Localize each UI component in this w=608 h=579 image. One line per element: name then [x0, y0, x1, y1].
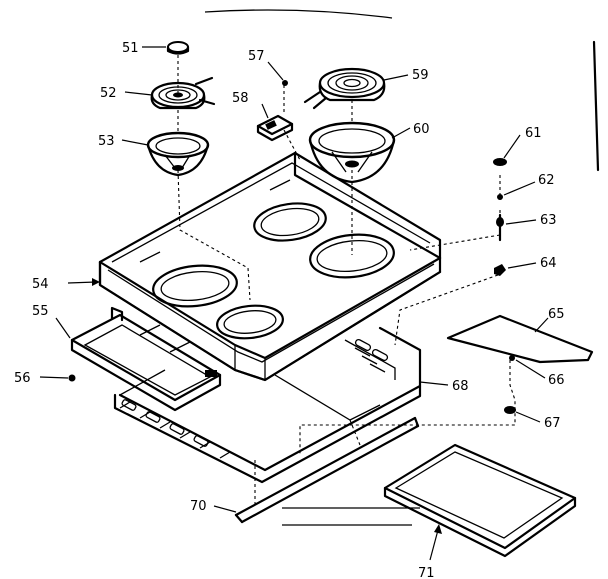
part-71-panel: [282, 443, 577, 558]
label-54: 54: [32, 277, 49, 292]
scan-edge-line: [592, 40, 600, 172]
label-67: 67: [544, 416, 561, 431]
label-70: 70: [190, 499, 207, 514]
label-57: 57: [248, 49, 265, 64]
part-66-screw: [509, 355, 515, 361]
part-55-bracket: [70, 306, 222, 412]
part-51-knob-cap: [166, 41, 190, 55]
part-57-screw: [282, 80, 288, 86]
part-62-washer: [497, 194, 503, 200]
label-56: 56: [14, 371, 31, 386]
label-61: 61: [525, 126, 542, 141]
part-53-drip-bowl: [146, 131, 210, 177]
part-54-cooktop: [98, 151, 442, 382]
label-52: 52: [100, 86, 117, 101]
label-65: 65: [548, 307, 565, 322]
part-63-bolt: [496, 213, 504, 242]
scan-artifact-line: [204, 9, 393, 19]
label-71: 71: [418, 566, 435, 579]
label-59: 59: [412, 68, 429, 83]
part-67-clip: [504, 406, 516, 414]
label-55: 55: [32, 304, 49, 319]
part-61-clip: [493, 158, 507, 166]
part-64-nut: [494, 264, 506, 276]
label-60: 60: [413, 122, 430, 137]
label-58: 58: [232, 91, 249, 106]
label-66: 66: [548, 373, 565, 388]
label-62: 62: [538, 173, 555, 188]
label-64: 64: [540, 256, 557, 271]
part-56-screw: [68, 374, 76, 382]
leader-lines: [39, 46, 549, 561]
part-70-trim-strip: [234, 416, 420, 524]
part-68-lower-frame: [113, 326, 422, 484]
label-63: 63: [540, 213, 557, 228]
part-59-large-burner-coil: [303, 67, 386, 110]
part-58-receptacle: [256, 114, 294, 142]
label-53: 53: [98, 134, 115, 149]
label-68: 68: [452, 379, 469, 394]
part-labels: 51 52 53 54 55 56 57 58 59 60 61 62 63 6…: [14, 41, 565, 579]
part-52-burner-coil: [150, 76, 216, 110]
part-65-plate: [446, 314, 594, 364]
part-60-large-drip-bowl: [308, 121, 396, 184]
label-51: 51: [122, 41, 139, 56]
